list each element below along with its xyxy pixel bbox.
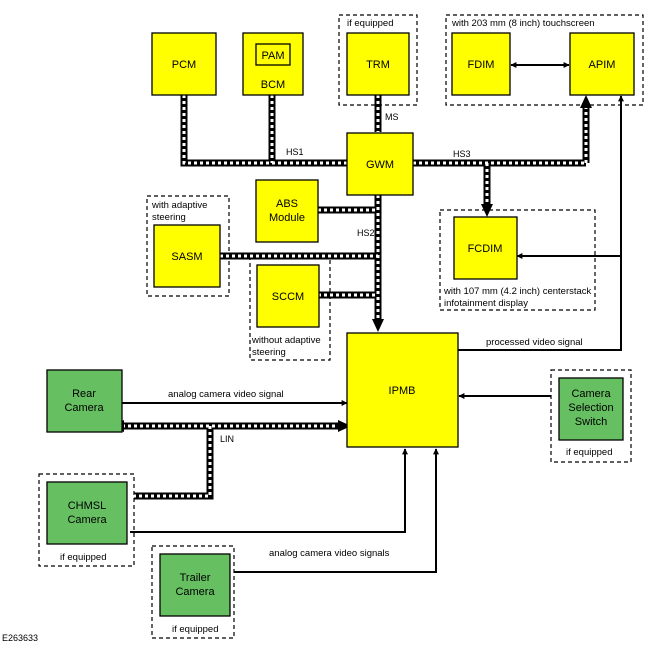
- rear-camera-label-1: Rear: [72, 388, 96, 400]
- selector-label-2: Selection: [568, 402, 613, 414]
- gwm-label: GWM: [366, 159, 394, 171]
- sccm-label: SCCM: [272, 291, 304, 303]
- pcm-label: PCM: [172, 59, 196, 71]
- ipmb-bus-arrow: [372, 319, 384, 332]
- ipmb-label: IPMB: [389, 385, 416, 397]
- abs-module-box: [255, 179, 319, 243]
- chmsl-option-frame: [38, 473, 135, 567]
- trailer-camera-label-2: Camera: [175, 586, 215, 598]
- lin-label: LIN: [220, 434, 234, 444]
- fdim-box: [451, 32, 511, 96]
- fcdim-label: FCDIM: [468, 243, 503, 255]
- sccm-box: [256, 264, 320, 328]
- chmsl-camera-label-1: CHMSL: [68, 500, 107, 512]
- camera-selection-switch-box: [558, 377, 624, 441]
- analog-video-label: analog camera video signal: [168, 389, 284, 400]
- sccm-note-1: without adaptive: [251, 335, 321, 346]
- sasm-note-1: with adaptive: [151, 200, 207, 211]
- ipmb-box: [346, 332, 459, 448]
- sasm-label: SASM: [171, 251, 202, 263]
- chmsl-video-wire: [130, 448, 408, 533]
- analog-videos-label: analog camera video signals: [269, 548, 390, 559]
- apim-label: APIM: [589, 59, 616, 71]
- chmsl-camera-label-2: Camera: [67, 514, 107, 526]
- processed-video-label: processed video signal: [486, 337, 583, 348]
- sccm-note-2: steering: [252, 347, 286, 358]
- fcdim-bus-arrow: [481, 204, 493, 217]
- hs2-label: HS2: [357, 228, 375, 238]
- trailer-if-equipped-note: if equipped: [172, 624, 218, 635]
- bcm-label: BCM: [261, 79, 285, 91]
- fdim-label: FDIM: [468, 59, 495, 71]
- abs-module-label-1: ABS: [276, 198, 298, 210]
- lin-chmsl-drop: [134, 426, 214, 500]
- figure-id: E263633: [2, 633, 38, 643]
- processed-video-wire: [458, 95, 624, 351]
- hs1-label: HS1: [286, 147, 304, 157]
- hs1-bus: [180, 95, 348, 167]
- abs-module-label-2: Module: [269, 212, 305, 224]
- trailer-camera-label-1: Trailer: [180, 572, 211, 584]
- rear-camera-box: [46, 369, 123, 433]
- trailer-video-wire: [234, 448, 439, 573]
- rear-camera-label-2: Camera: [64, 402, 104, 414]
- selector-label-3: Switch: [575, 416, 607, 428]
- sasm-note-2: steering: [152, 212, 186, 223]
- gwm-box: [346, 132, 414, 196]
- chmsl-if-equipped-note: if equipped: [60, 552, 106, 563]
- selector-option-frame: [550, 369, 632, 463]
- trm-box: [346, 32, 410, 96]
- trm-label: TRM: [366, 59, 390, 71]
- apim-touchscreen-note: with 203 mm (8 inch) touchscreen: [451, 18, 595, 29]
- sccm-option-frame: [249, 255, 331, 361]
- trailer-option-frame: [151, 545, 235, 639]
- hs3-label: HS3: [453, 149, 471, 159]
- fcdim-note-1: with 107 mm (4.2 inch) centerstack: [443, 286, 592, 297]
- apim-box: [569, 32, 635, 96]
- bcm-box: [242, 32, 304, 96]
- pam-label: PAM: [261, 50, 284, 62]
- lin-right-arrow: [338, 420, 351, 432]
- bus-line-dashes: [122, 95, 588, 498]
- pam-box: [255, 43, 291, 66]
- signal-wires: [122, 62, 624, 573]
- trailer-camera-box: [159, 553, 231, 617]
- fcdim-box: [453, 216, 518, 280]
- chmsl-camera-box: [46, 481, 128, 545]
- fcdim-note-2: infotainment display: [444, 298, 528, 309]
- selector-label-1: Camera: [571, 388, 611, 400]
- ms-label: MS: [385, 112, 399, 122]
- fcdim-option-frame: [439, 209, 596, 311]
- apim-bus-arrow: [580, 95, 592, 108]
- sasm-box: [153, 224, 221, 288]
- apim-option-frame: [445, 14, 644, 106]
- selector-if-equipped-note: if equipped: [566, 447, 612, 458]
- trm-if-equipped-note: if equipped: [347, 18, 393, 29]
- pcm-box: [151, 32, 217, 96]
